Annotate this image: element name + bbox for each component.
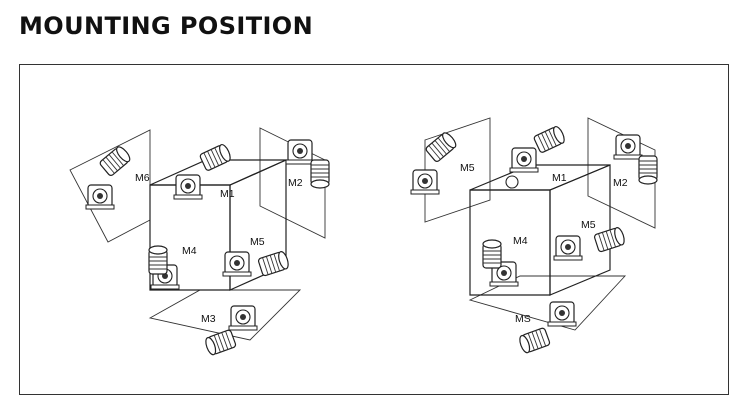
- left-m4-gearmotor: [148, 245, 180, 290]
- left-label-m6: M6: [135, 172, 150, 184]
- left-label-m3: M3: [201, 313, 216, 325]
- right-label-ms: MS: [515, 313, 531, 325]
- right-m5-lower-gearmotor: [553, 225, 627, 261]
- left-m6-gearmotor: [85, 144, 133, 210]
- right-m5-panel: [424, 117, 491, 223]
- left-label-m1: M1: [220, 188, 235, 200]
- right-label-m5-upper: M5: [460, 162, 475, 174]
- right-label-m1: M1: [552, 172, 567, 184]
- left-m5-gearmotor: [222, 249, 291, 277]
- left-mounting-diagram: M6 M1 M2 M4 M5 M3: [69, 127, 330, 357]
- page-title: MOUNTING POSITION: [19, 12, 314, 40]
- right-label-m4: M4: [513, 235, 528, 247]
- left-label-m4: M4: [182, 245, 197, 257]
- left-m3-panel: [148, 289, 302, 341]
- right-label-m5-lower: M5: [581, 219, 596, 231]
- right-m5-upper-gearmotor: [410, 130, 459, 195]
- right-label-m2: M2: [613, 177, 628, 189]
- left-label-m2: M2: [288, 177, 303, 189]
- right-reference-cube: [469, 164, 611, 296]
- right-m1-gearmotor: [505, 124, 567, 189]
- left-label-m5: M5: [250, 236, 265, 248]
- right-mounting-diagram: M5 M1 M2 M4 M5 MS: [410, 117, 658, 355]
